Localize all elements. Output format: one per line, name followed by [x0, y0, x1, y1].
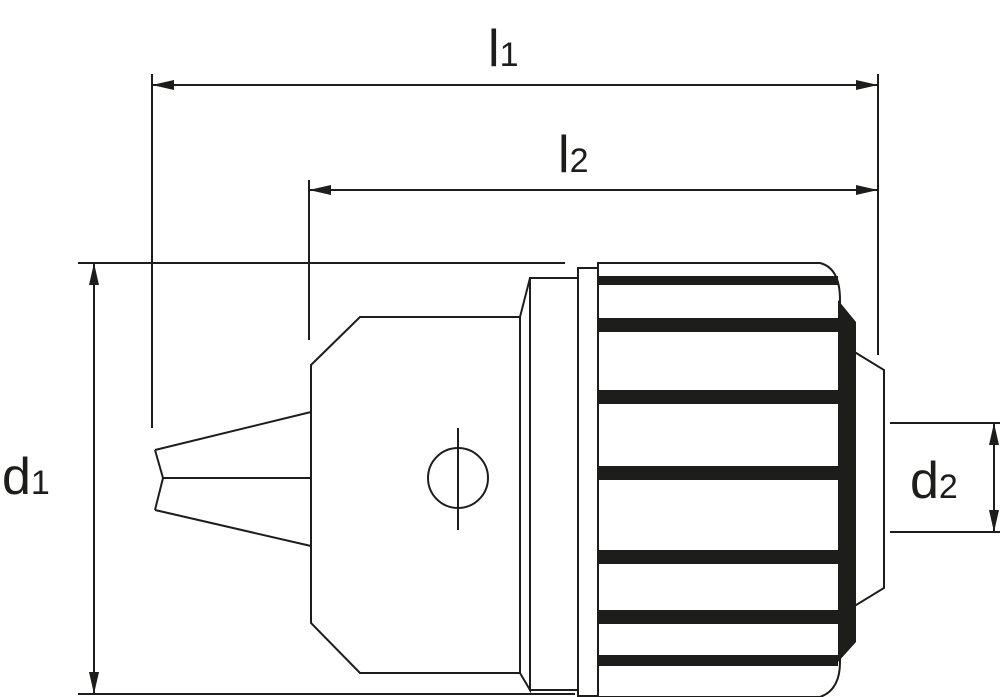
sleeve-grip-band — [838, 300, 856, 662]
label-l2-sub: 2 — [570, 142, 589, 180]
label-l2: l2 — [558, 126, 588, 184]
taper-shank — [154, 411, 312, 547]
knurl-stripes — [598, 276, 838, 666]
label-d2-main: d — [910, 452, 939, 510]
collar-ring — [519, 267, 599, 697]
label-d1: d1 — [2, 448, 50, 506]
label-d2-sub: 2 — [939, 468, 958, 506]
chuck-body — [310, 316, 521, 674]
label-l1-main: l — [488, 20, 500, 78]
label-d2: d2 — [910, 452, 958, 510]
label-l1-sub: 1 — [500, 36, 519, 74]
knurled-sleeve — [597, 262, 841, 697]
label-l2-main: l — [558, 126, 570, 184]
label-d1-sub: 1 — [31, 464, 50, 502]
label-l1: l1 — [488, 20, 518, 78]
label-d1-main: d — [2, 448, 31, 506]
